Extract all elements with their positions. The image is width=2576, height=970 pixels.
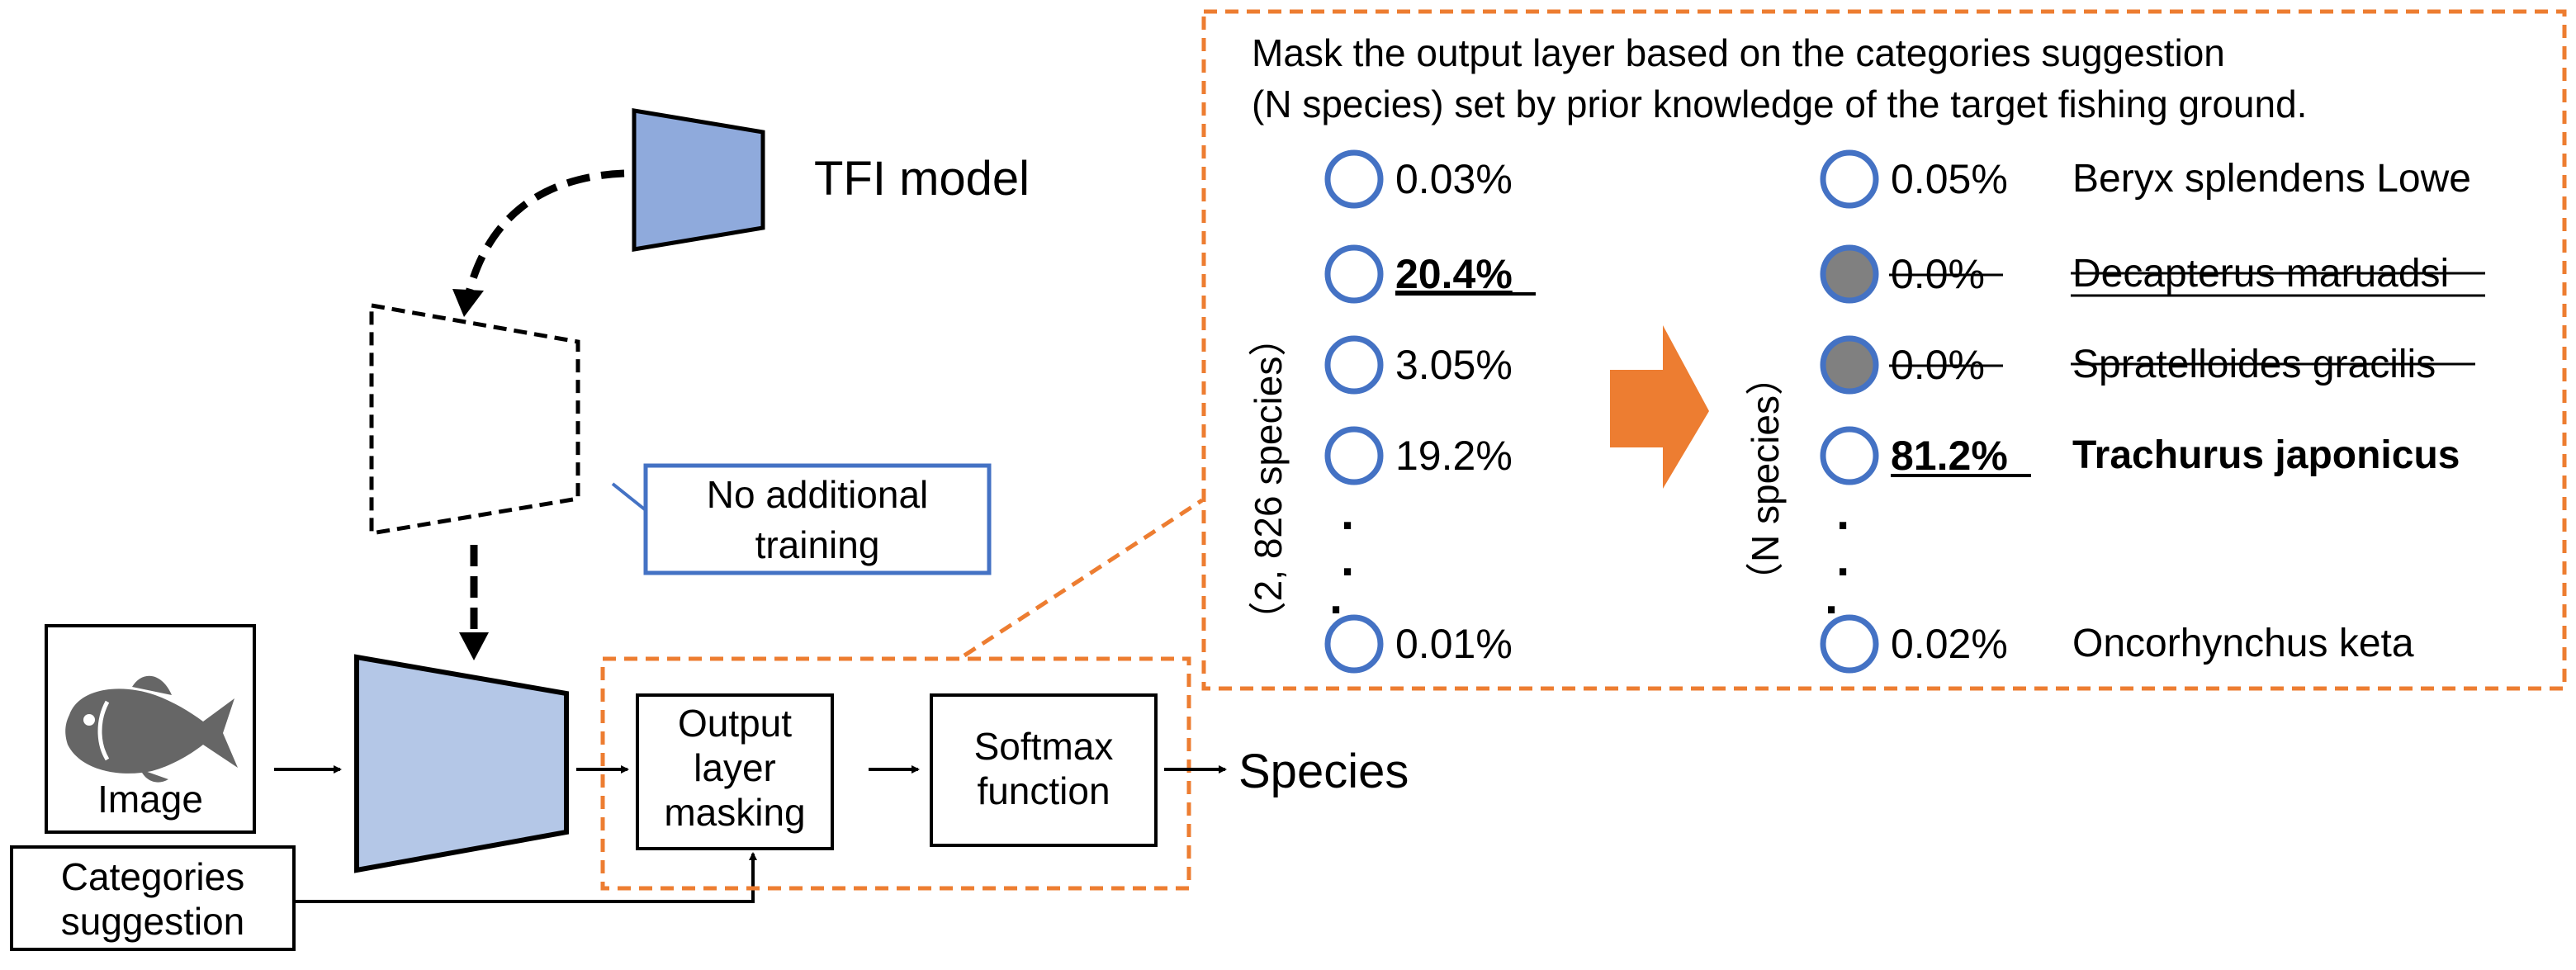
deploy-arrowhead — [459, 632, 489, 660]
after-species: Oncorhynchus keta — [2072, 622, 2414, 665]
after-column: 0.05% Beryx splendens Lowe 0.0% Decapter… — [1820, 149, 2485, 674]
detail-panel — [1201, 9, 2567, 691]
before-column: 0.03% 20.4% 3.05% 19.2% · · · 0.01% — [1324, 149, 1536, 674]
transfer-arrowhead — [452, 289, 484, 317]
ellipsis-dot: · — [1341, 499, 1357, 552]
detail-caption-line-1: Mask the output layer based on the categ… — [1252, 31, 2225, 74]
suggestion-to-masking-arrow — [294, 852, 757, 903]
tfi-model-shape — [632, 108, 765, 252]
before-value: 0.01% — [1395, 621, 1513, 667]
after-value: 0.05% — [1891, 156, 2008, 202]
before-node — [1324, 149, 1384, 209]
before-value: 0.03% — [1395, 156, 1513, 202]
callout-line-2: training — [755, 523, 880, 566]
copied-model-shape — [369, 303, 580, 536]
after-species: Beryx splendens Lowe — [2072, 157, 2471, 201]
after-node — [1820, 149, 1879, 209]
zoom-connector — [963, 498, 1204, 658]
before-value-highlighted: 20.4% — [1395, 251, 1513, 297]
deployed-model-shape — [354, 654, 569, 873]
before-node — [1324, 244, 1384, 304]
softmax-function-box — [930, 693, 1158, 847]
before-value: 3.05% — [1395, 342, 1513, 388]
ellipsis-dot: · — [1341, 545, 1357, 599]
callout-line-1: No additional — [707, 473, 929, 516]
transfer-arrow — [463, 169, 625, 300]
ellipsis-dot: · — [1836, 499, 1852, 552]
right-axis-label: （N species） — [1744, 357, 1787, 600]
before-node — [1324, 614, 1384, 674]
fish-gill — [97, 700, 110, 761]
before-node — [1324, 426, 1384, 485]
after-value: 0.02% — [1891, 621, 2008, 667]
left-axis-label: （2, 826 species） — [1247, 319, 1290, 640]
masking-line-1: Output — [678, 702, 792, 745]
categories-suggestion-line-2: suggestion — [61, 900, 245, 943]
transform-arrow — [1610, 325, 1709, 489]
ellipsis-dot: · — [1836, 545, 1852, 599]
after-value-top: 81.2% — [1891, 433, 2008, 479]
softmax-line-1: Softmax — [974, 725, 1114, 768]
masking-line-3: masking — [664, 791, 805, 834]
before-value: 19.2% — [1395, 433, 1513, 479]
detail-caption-line-2: (N species) set by prior knowledge of th… — [1252, 83, 2307, 125]
fish-icon — [65, 675, 238, 783]
after-species-top: Trachurus japonicus — [2072, 433, 2460, 477]
after-node-masked — [1820, 244, 1879, 304]
softmax-line-2: function — [977, 769, 1110, 812]
before-node — [1324, 335, 1384, 395]
output-layer-masking-box — [636, 693, 834, 850]
tfi-model-label: TFI model — [814, 152, 1030, 206]
after-node-masked — [1820, 335, 1879, 395]
categories-suggestion-line-1: Categories — [61, 855, 244, 898]
callout-pointer — [611, 482, 647, 512]
fish-eye — [83, 714, 95, 726]
after-node-top — [1820, 426, 1879, 485]
categories-suggestion-box — [10, 845, 296, 951]
image-input-label: Image — [97, 778, 203, 821]
species-output-label: Species — [1238, 745, 1409, 798]
after-node — [1820, 614, 1879, 674]
masking-line-2: layer — [694, 746, 776, 789]
callout-box — [643, 463, 992, 575]
